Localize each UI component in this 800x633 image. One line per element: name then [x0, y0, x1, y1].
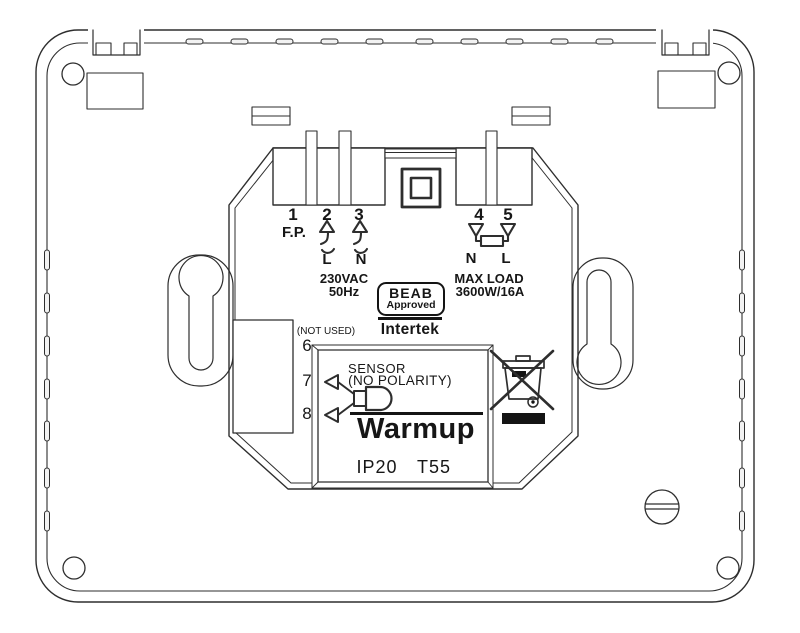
beab-subtitle: Approved [386, 299, 436, 311]
terminal-7-label: 7 [302, 371, 312, 390]
max-load-value: 3600W/16A [455, 284, 525, 299]
thermostat-module-body [228, 147, 579, 490]
temperature-class-label: T55 [416, 457, 452, 477]
double-insulation-icon [400, 167, 442, 209]
top-clip-notch-right [656, 26, 713, 56]
load-live-label: L [501, 250, 511, 267]
intertek-logo-rule [378, 317, 442, 320]
top-vent-slots [185, 38, 614, 45]
terminal-4-label: 4 [474, 205, 484, 224]
load-icon [467, 222, 517, 248]
outer-shell [35, 29, 755, 603]
label-plate [311, 344, 494, 489]
max-load-title: MAX LOAD [454, 271, 524, 286]
corner-screw-holes [61, 61, 741, 580]
beab-title: BEAB [389, 285, 433, 301]
terminal-6-label: 6 [302, 336, 312, 355]
terminal-8-label: 8 [302, 404, 312, 423]
supply-neutral-label: N [355, 251, 367, 268]
side-vent-slots [44, 249, 745, 532]
weee-icon [489, 349, 555, 424]
keyhole-mount-right [572, 257, 634, 390]
terminal-2-label: 2 [322, 205, 332, 224]
power-terminal-blocks [251, 106, 551, 206]
fixing-recesses [86, 70, 716, 110]
sensor-terminal-housing [232, 319, 294, 434]
sensor-title: SENSOR [348, 361, 406, 376]
terminal-5-label: 5 [503, 205, 513, 224]
supply-terminal-icon-l [318, 219, 336, 254]
sensor-subtitle: (NO POLARITY) [348, 373, 452, 388]
voltage-label: 230VAC [319, 271, 369, 286]
not-used-label: (NOT USED) [296, 326, 356, 337]
load-neutral-label: N [465, 250, 477, 267]
fp-label: F.P. [282, 224, 306, 241]
sensor-probe-icon [324, 374, 393, 423]
screw-icon [644, 489, 680, 525]
frequency-label: 50Hz [328, 284, 360, 299]
keyhole-mount-left [167, 254, 234, 387]
warmup-logo-text: Warmup [357, 413, 475, 445]
supply-terminal-icon-n [351, 219, 369, 254]
warmup-logo-rule [350, 412, 483, 415]
beab-approved-badge: BEAB Approved [377, 282, 445, 316]
top-clip-notch-left [88, 26, 144, 56]
terminal-1-label: 1 [288, 205, 298, 224]
intertek-logo-text: Intertek [380, 321, 440, 338]
ip-rating-label: IP20 [356, 457, 398, 477]
supply-live-label: L [322, 251, 332, 268]
terminal-3-label: 3 [354, 205, 364, 224]
